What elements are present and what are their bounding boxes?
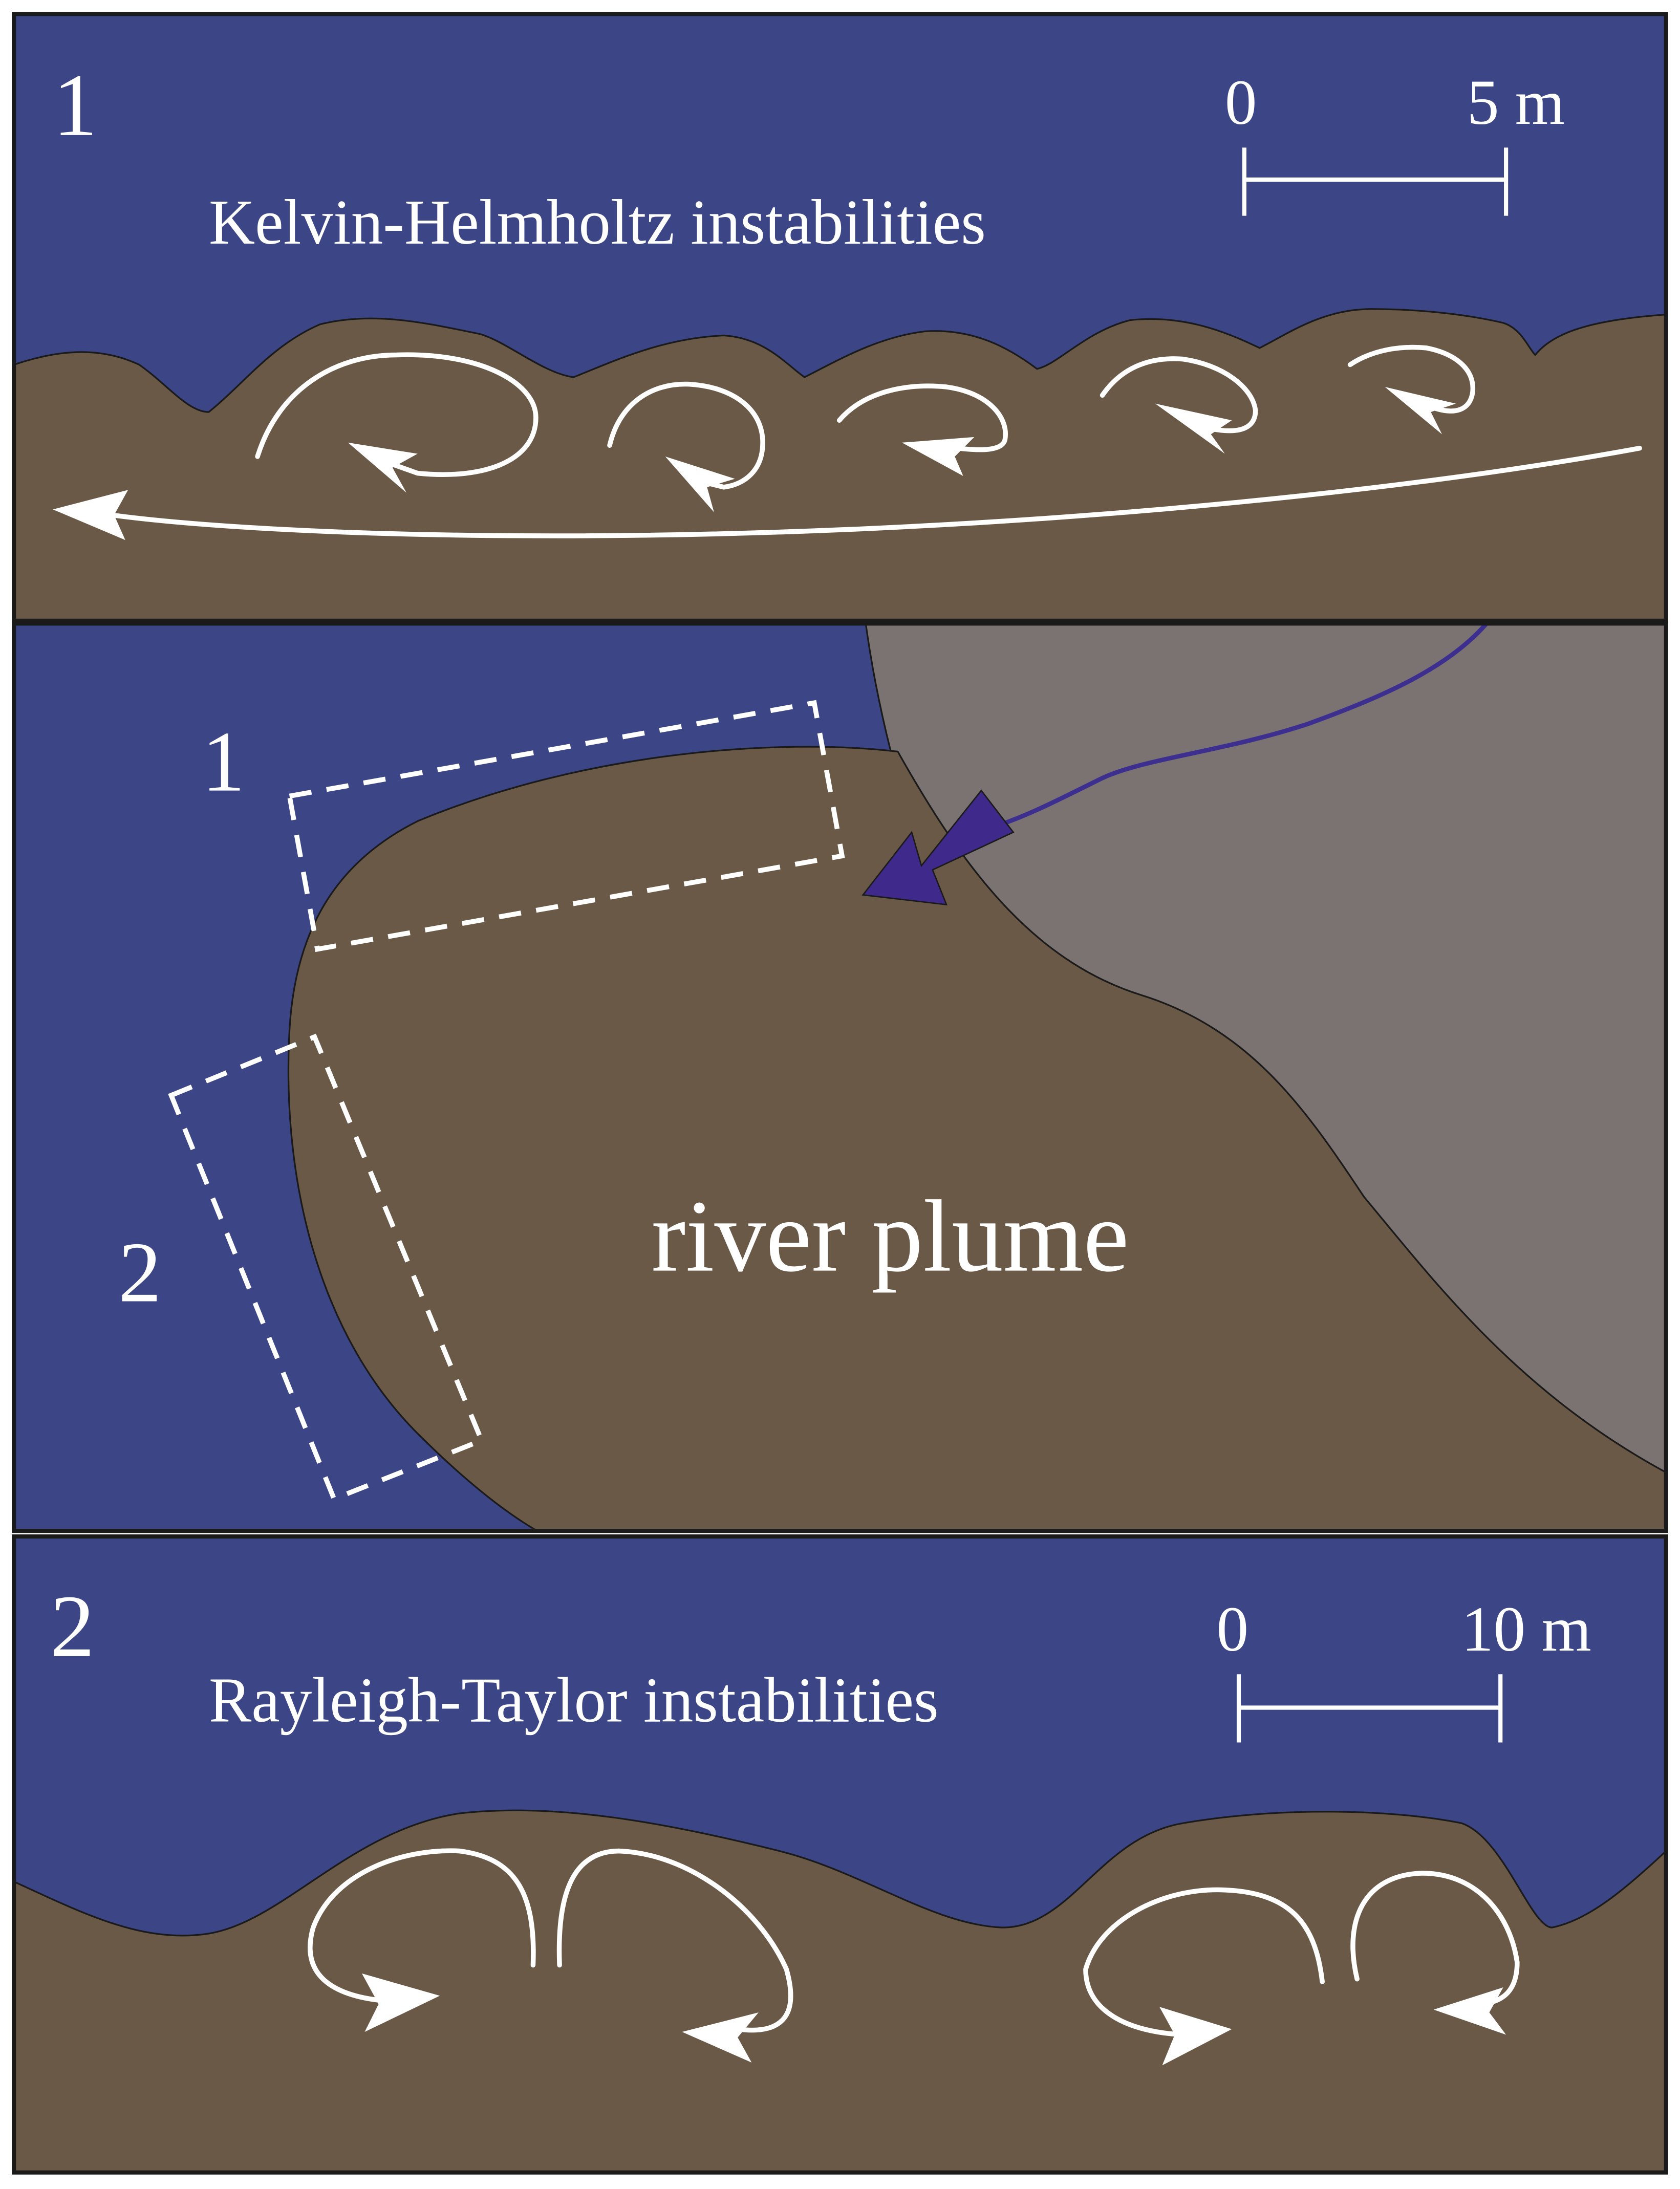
river-channel xyxy=(1001,623,1489,826)
vortex-2 xyxy=(607,381,765,490)
panel-border-bottom xyxy=(12,1534,1668,2175)
panel-number: 2 xyxy=(50,1577,95,1676)
panel-border-top xyxy=(12,12,1668,623)
panel-number: 1 xyxy=(53,56,97,155)
river-direction-arrow-icon xyxy=(861,789,1015,906)
vortex-1 xyxy=(255,352,539,477)
scale-max-label: 10 m xyxy=(1461,1594,1591,1665)
panel-border-middle xyxy=(12,621,1668,1533)
flow-arrow-icon xyxy=(902,437,975,476)
subdomain-box-1 xyxy=(287,700,845,952)
flow-arrow-icon xyxy=(1433,1987,1506,2035)
mean-flow-line xyxy=(109,445,1642,538)
panel-river-plume: 1 2 river plume xyxy=(14,623,1666,1531)
scale-max-label: 5 m xyxy=(1467,68,1565,138)
plume-region xyxy=(14,1809,1666,2173)
subdomain-label-2: 2 xyxy=(118,1225,161,1320)
flow-arrow-icon xyxy=(53,490,128,540)
plume-region xyxy=(14,308,1666,621)
flow-arrow-icon xyxy=(665,456,735,512)
panel-title: Rayleigh-Taylor instabilities xyxy=(209,1665,939,1736)
panel-kelvin-helmholtz: 1 Kelvin-Helmholtz instabilities 0 5 m xyxy=(14,14,1666,621)
vortex-5 xyxy=(1347,344,1476,414)
scale-zero-label: 0 xyxy=(1225,68,1257,138)
flow-arrow-icon xyxy=(1159,2007,1232,2066)
flow-arrow-icon xyxy=(361,1973,440,2032)
vortex-3 xyxy=(1083,1887,1325,2038)
scale-bar: 0 5 m xyxy=(1225,68,1565,216)
plume-region xyxy=(287,746,1666,1531)
flow-arrow-icon xyxy=(1385,387,1456,435)
vortex-4 xyxy=(1350,1871,1520,2007)
vortex-1 xyxy=(308,1848,536,2004)
vortex-2 xyxy=(556,1848,793,2033)
scale-zero-label: 0 xyxy=(1217,1594,1249,1665)
vortex-3 xyxy=(836,383,1008,452)
panel-rayleigh-taylor: 2 Rayleigh-Taylor instabilities 0 10 m xyxy=(14,1536,1666,2173)
flow-arrow-icon xyxy=(682,2012,759,2063)
vortex-4 xyxy=(1100,356,1258,434)
scale-bar: 0 10 m xyxy=(1217,1594,1591,1743)
flow-arrow-icon xyxy=(1155,403,1232,454)
panel-title: Kelvin-Helmholtz instabilities xyxy=(209,187,986,258)
plume-label: river plume xyxy=(652,1179,1129,1293)
flow-arrow-icon xyxy=(348,442,418,493)
subdomain-label-1: 1 xyxy=(202,714,245,810)
